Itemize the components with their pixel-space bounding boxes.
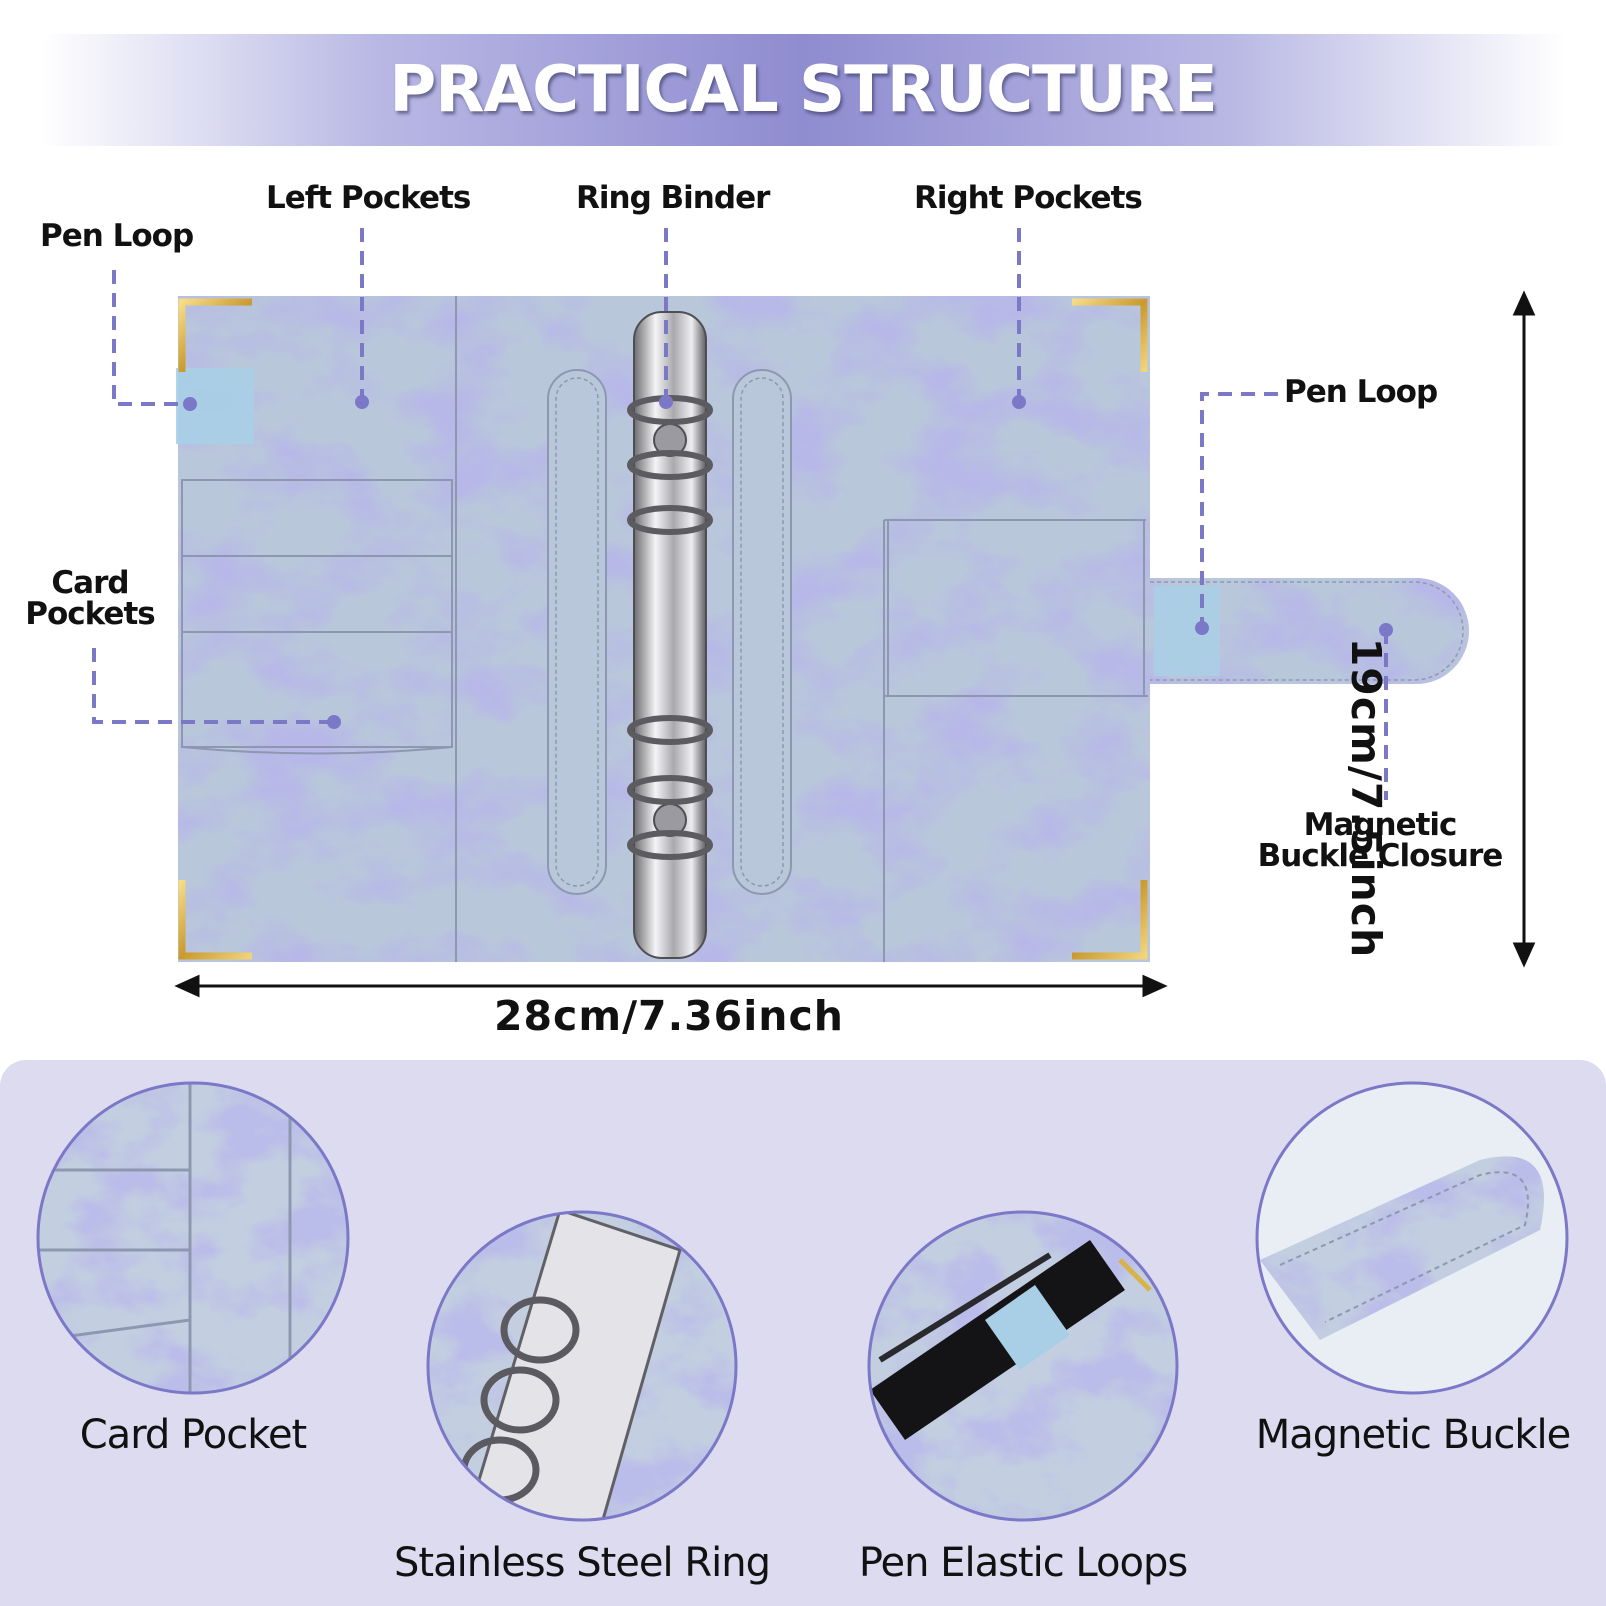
right-pockets-label: Right Pockets <box>914 180 1143 216</box>
height-dimension-label: 19cm/7.5inch <box>1342 637 1390 959</box>
page-title: PRACTICAL STRUCTURE <box>389 53 1217 127</box>
magnetic-line1: Magnetic <box>1303 807 1458 843</box>
buckle-closeup-icon <box>1257 1083 1567 1393</box>
header-banner <box>40 34 1566 146</box>
caption-stainless-ring: Stainless Steel Ring <box>394 1540 771 1586</box>
dimension-arrows <box>174 290 1536 998</box>
width-dimension-label: 28cm/7.36inch <box>494 992 844 1040</box>
panel-seams <box>181 296 1148 962</box>
pen-loop-left-label: Pen Loop <box>40 218 194 254</box>
caption-pen-loops: Pen Elastic Loops <box>858 1540 1188 1586</box>
leader-lines <box>92 228 1388 800</box>
ring-closeup-icon <box>428 1212 736 1520</box>
pen-loop-closeup-icon <box>869 1212 1177 1520</box>
binder-illustration <box>92 228 1536 998</box>
elastic-strips <box>547 369 792 895</box>
magnetic-closure-label: Magnetic Buckle Closure <box>1250 810 1510 872</box>
card-pocket-closeup-icon <box>38 1083 348 1393</box>
pen-loop-right-label: Pen Loop <box>1284 374 1438 410</box>
ring-binder-mechanism <box>627 311 713 959</box>
card-pockets-line1: Card <box>51 565 129 601</box>
leader-dots <box>183 395 1393 729</box>
magnetic-strap <box>1150 578 1469 684</box>
magnetic-line2: Buckle Closure <box>1257 838 1504 874</box>
ring-binder-label: Ring Binder <box>576 180 770 216</box>
detail-closeups <box>36 1081 1569 1522</box>
card-pockets-label: Card Pockets <box>20 568 160 630</box>
caption-magnetic-buckle: Magnetic Buckle <box>1255 1412 1572 1458</box>
left-pockets-label: Left Pockets <box>266 180 471 216</box>
card-pockets-line2: Pockets <box>25 596 155 632</box>
gold-corners <box>178 298 1148 960</box>
caption-card-pocket: Card Pocket <box>79 1412 307 1458</box>
